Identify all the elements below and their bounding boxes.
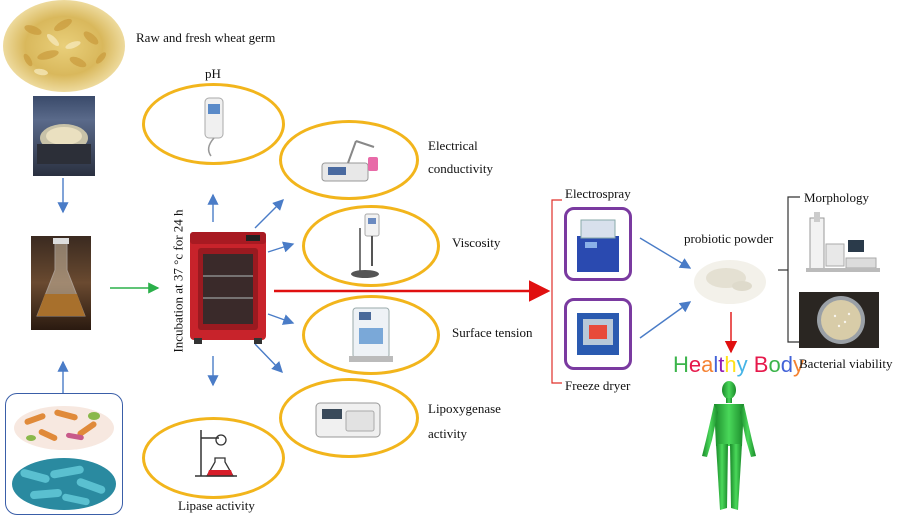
sem-microscope-image — [804, 210, 882, 276]
ph-label: pH — [205, 66, 221, 81]
wheat-flakes — [23, 18, 107, 76]
probiotic-powder-label: probiotic powder — [684, 231, 774, 246]
freeze-dryer-label: Freeze dryer — [565, 378, 631, 393]
conductivity-oval — [279, 120, 419, 200]
healthy-body-letter: a — [701, 352, 714, 377]
healthy-body-letter: B — [753, 352, 769, 377]
lipase-oval — [142, 417, 285, 499]
arrow-to-surface-tension — [267, 313, 295, 325]
morphology-label: Morphology — [804, 190, 869, 205]
electrospray-box — [564, 207, 632, 281]
arrow-freezedryer-to-powder — [639, 301, 692, 339]
raw-wheat-germ-label: Raw and fresh wheat germ — [136, 30, 276, 45]
freeze-dryer-device-icon — [577, 313, 619, 355]
healthy-body-letter: h — [724, 352, 737, 377]
bacteria-culture-box — [5, 393, 123, 515]
bacterial-viability-label: Bacterial viability — [799, 356, 893, 371]
healthy-body-letter: y — [792, 352, 804, 377]
probiotic-powder-image — [690, 252, 770, 310]
conductivity-meter-icon — [321, 140, 378, 182]
conductivity-label-1: Electrical — [428, 138, 478, 153]
lipoxygenase-label-1: Lipoxygenase — [428, 401, 501, 416]
bacterial-viability-image — [799, 292, 879, 348]
surface-tension-oval — [302, 295, 440, 375]
freeze-dryer-box — [564, 298, 632, 370]
healthy-body-letter: y — [736, 352, 748, 377]
incubation-label: Incubation at 37 °c for 24 h — [170, 209, 186, 353]
titration-icon — [195, 430, 237, 477]
drying-bracket — [551, 199, 562, 384]
lipoxygenase-label-2: activity — [428, 426, 467, 441]
ph-meter-icon — [204, 97, 224, 157]
healthy-body-letter: l — [713, 352, 719, 377]
arrow-to-conductivity — [254, 199, 284, 229]
viscosity-label: Viscosity — [452, 235, 501, 250]
arrow-electrospray-to-powder — [639, 237, 692, 269]
incubator-image — [188, 226, 268, 346]
conductivity-label-2: conductivity — [428, 161, 493, 176]
wheat-processing-image — [33, 96, 95, 176]
viscometer-icon — [351, 213, 380, 278]
electrospray-device-icon — [577, 219, 619, 272]
healthy-body-letter: t — [718, 352, 725, 377]
wheat-germ-image — [3, 0, 125, 92]
ph-oval — [142, 83, 285, 165]
tensiometer-icon — [349, 307, 393, 362]
surface-tension-label: Surface tension — [452, 325, 533, 340]
arrow-to-viscosity — [267, 241, 295, 253]
healthy-body-letter: d — [780, 352, 793, 377]
fermentation-flask-image — [31, 236, 91, 330]
lipoxygenase-oval — [279, 378, 419, 458]
healthy-body-letter: e — [688, 352, 702, 377]
bacteria-illustration — [12, 406, 116, 510]
spectrophotometer-icon — [315, 402, 381, 438]
electrospray-label: Electrospray — [565, 186, 631, 201]
arrow-to-lipoxygenase — [254, 343, 283, 374]
lipase-label: Lipase activity — [178, 498, 255, 513]
healthy-body-letter: H — [673, 352, 689, 377]
human-body-image — [694, 380, 764, 514]
healthy-body-letter: o — [768, 352, 781, 377]
healthy-body-title: Healthy Body — [673, 352, 804, 378]
viscosity-oval — [302, 205, 440, 287]
